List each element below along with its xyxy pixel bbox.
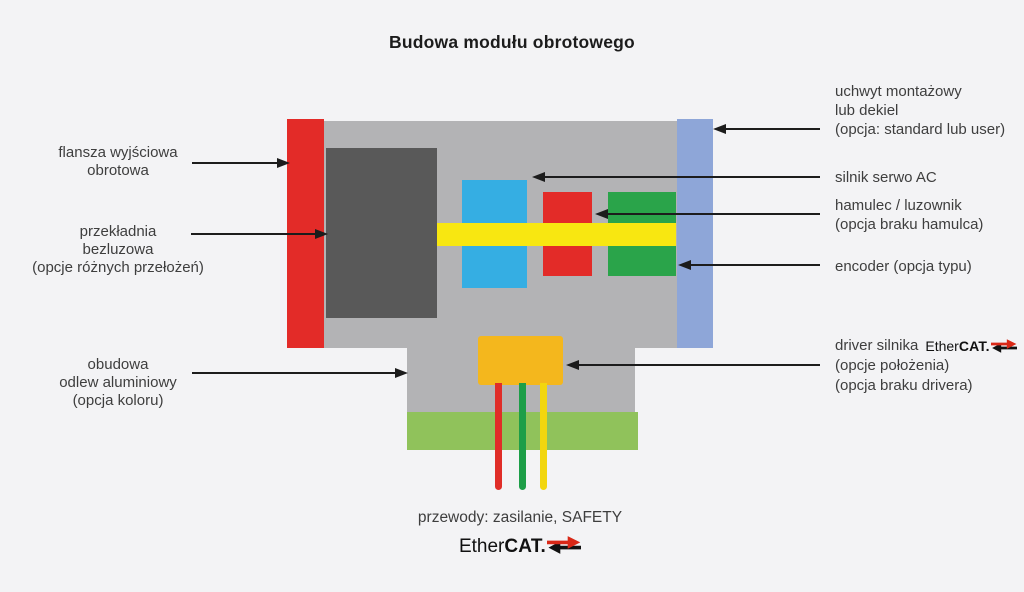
- label-line: lub dekiel: [835, 102, 899, 119]
- label-line: (opcja braku drivera): [835, 377, 973, 394]
- power-wire-red: [495, 383, 502, 490]
- label-line: obrotowa: [87, 162, 149, 179]
- label-line: (opcje położenia): [835, 357, 950, 374]
- label-hamulec: hamulec / luzownik (opcja braku hamulca): [835, 196, 983, 234]
- mounting-cap: [677, 119, 713, 348]
- motor-driver-block: [478, 336, 563, 385]
- label-encoder: encoder (opcja typu): [835, 257, 972, 276]
- wires-caption: przewody: zasilanie, SAFETY: [417, 509, 623, 526]
- ethercat-logo-text: Ether: [925, 338, 959, 354]
- label-uchwyt: uchwyt montażowy lub dekiel (opcja: stan…: [835, 82, 1005, 139]
- ethercat-arrows-icon: [990, 339, 1017, 353]
- label-driver-text: driver silnika: [835, 337, 919, 354]
- ethercat-logo-text: Ether: [458, 536, 505, 557]
- label-line: (opcje różnych przełożeń): [32, 259, 204, 276]
- label-line: (opcja koloru): [72, 392, 164, 409]
- label-line: encoder (opcja typu): [835, 258, 972, 275]
- label-line: hamulec / luzownik: [835, 197, 962, 214]
- signal-wire-yellow: [540, 383, 547, 490]
- safety-wire-green: [519, 383, 526, 490]
- ethercat-logo-text-bold: CAT.: [504, 536, 547, 557]
- label-line: obudowa: [87, 356, 149, 373]
- label-przekladnia: przekładnia bezluzowa (opcje różnych prz…: [18, 223, 218, 277]
- label-line: uchwyt montażowy: [835, 83, 962, 100]
- ethercat-logo-text-bold: CAT.: [958, 338, 990, 354]
- label-line: silnik serwo AC: [835, 169, 937, 186]
- ethercat-arrows-icon: [547, 536, 582, 554]
- drive-shaft: [437, 223, 676, 246]
- label-line: (opcja braku hamulca): [835, 216, 984, 233]
- label-line: flansza wyjściowa: [58, 144, 178, 161]
- arrow-uchwyt: [713, 124, 820, 134]
- gearbox-block: [326, 148, 437, 318]
- label-line: bezluzowa: [82, 241, 154, 258]
- label-line: (opcja: standard lub user): [835, 121, 1006, 138]
- page-title: Budowa modułu obrotowego: [389, 32, 635, 52]
- label-line: przekładnia: [79, 223, 157, 240]
- output-flange: [287, 119, 324, 348]
- label-obudowa: obudowa odlew aluminiowy (opcja koloru): [18, 356, 218, 410]
- arrow-obudowa: [192, 368, 408, 378]
- label-line: odlew aluminiowy: [59, 374, 177, 391]
- label-flansza: flansza wyjściowa obrotowa: [18, 144, 218, 180]
- label-silnik: silnik serwo AC: [835, 168, 937, 187]
